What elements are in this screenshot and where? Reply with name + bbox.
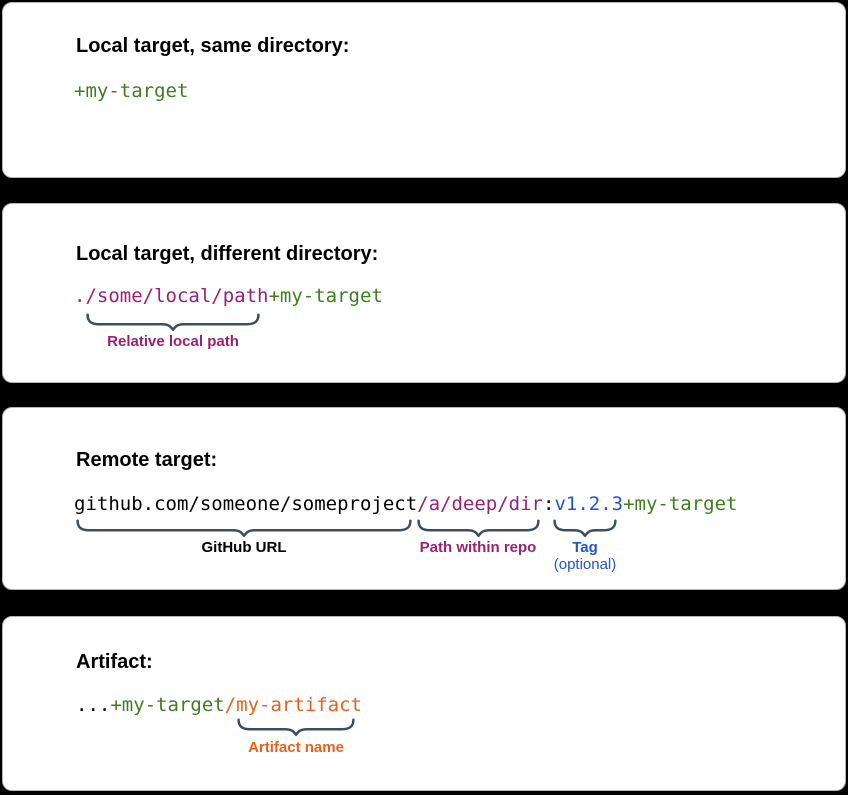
annotation-path-within-repo: Path within repo: [419, 539, 537, 556]
card-title: Local target, same directory:: [76, 35, 350, 57]
code-segment-repo-path: /a/deep/dir: [417, 493, 544, 515]
code-segment-artifact: /my-artifact: [224, 694, 362, 716]
underbrace: [86, 313, 260, 331]
code-segment-ellipsis: ...: [76, 694, 111, 716]
card-local-target-diff-dir: Local target, different directory: ./som…: [2, 203, 846, 383]
annotation-relative-local-path: Relative local path: [107, 333, 239, 350]
annotation-artifact-name: Artifact name: [248, 739, 344, 756]
underbrace: [417, 519, 540, 537]
underbrace: [237, 718, 355, 736]
card-remote-target: Remote target: github.com/someone/somepr…: [2, 407, 846, 590]
code-line: ...+my-target/my-artifact: [76, 695, 362, 716]
annotation-tag-optional: (optional): [553, 556, 617, 573]
code-segment-local-path: ./some/local/path: [74, 285, 269, 307]
annotation-tag: Tag: [572, 539, 598, 556]
code-segment-target: +my-target: [623, 493, 738, 515]
annotation-github-url: GitHub URL: [201, 539, 287, 556]
code-segment-target: +my-target: [268, 285, 383, 307]
card-title: Remote target:: [76, 449, 218, 471]
code-segment-tag: v1.2.3: [554, 493, 624, 515]
underbrace: [76, 519, 412, 537]
code-line: github.com/someone/someproject/a/deep/di…: [74, 494, 738, 515]
card-artifact: Artifact: ...+my-target/my-artifact Arti…: [2, 616, 846, 791]
code-segment-target: +my-target: [110, 694, 225, 716]
code-line: ./some/local/path+my-target: [74, 286, 383, 307]
code-line: +my-target: [74, 81, 188, 102]
card-title: Artifact:: [76, 651, 153, 673]
card-local-target-same-dir: Local target, same directory: +my-target: [2, 2, 846, 178]
card-title: Local target, different directory:: [76, 243, 379, 265]
underbrace: [553, 519, 617, 537]
code-segment-target: +my-target: [74, 80, 189, 102]
code-segment-colon: :: [543, 493, 555, 515]
code-segment-github-url: github.com/someone/someproject: [74, 493, 418, 515]
